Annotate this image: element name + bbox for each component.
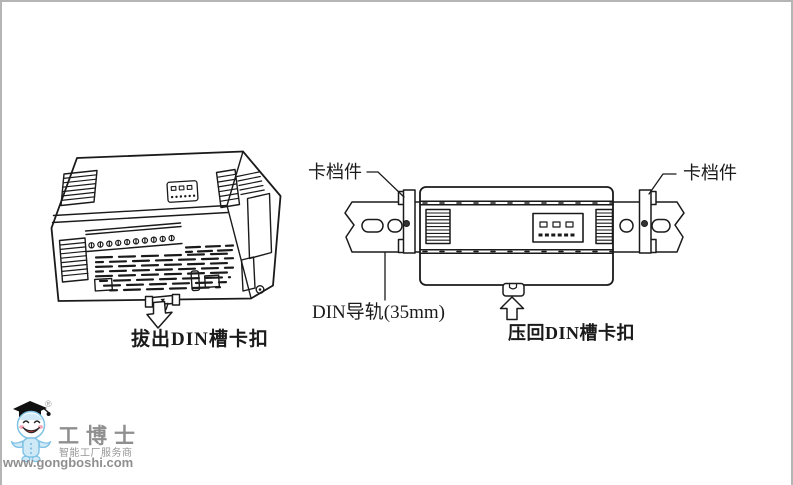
led-panel-top — [166, 180, 199, 203]
clip-left — [397, 189, 416, 254]
label-stopper-right: 卡档件 — [683, 163, 737, 183]
mascot-logo-icon — [10, 401, 52, 463]
vendor-logo: ® 工博士 智能工厂服务商 www.gongboshi.com — [0, 394, 150, 478]
led-panel — [532, 212, 584, 243]
logo-tagline: 智能工厂服务商 — [59, 448, 133, 459]
leader-clip-right — [648, 173, 677, 195]
device-grille-right — [595, 208, 614, 245]
up-arrow-icon — [499, 296, 525, 321]
leader-clip-left — [366, 171, 405, 198]
front-louvers — [94, 244, 235, 292]
registered-mark: ® — [45, 399, 52, 409]
plc-isometric-drawing — [50, 150, 282, 329]
side-panel — [246, 192, 273, 260]
page-border-right — [791, 0, 793, 485]
front-vent-left — [58, 237, 89, 283]
din-latch-tab — [502, 282, 525, 297]
terminal-strip — [84, 222, 183, 253]
din-rail-mounted-drawing — [344, 171, 685, 321]
clip-right — [638, 189, 657, 254]
logo-brand-text: 工博士 — [58, 424, 142, 448]
down-arrow-icon — [146, 300, 173, 329]
caption-push-back-clip: 压回DIN槽卡扣 — [508, 323, 636, 343]
top-vent-right — [215, 168, 241, 209]
logo-website: www.gongboshi.com — [3, 455, 134, 470]
page-border-top — [0, 0, 793, 2]
din-rail-right — [612, 201, 685, 253]
caption-pull-out-clip: 拔出DIN槽卡扣 — [131, 329, 269, 350]
page-border-left — [0, 0, 2, 485]
top-vent-left — [60, 169, 98, 207]
device-grille-left — [425, 208, 451, 245]
label-din-rail: DIN导轨(35mm) — [312, 302, 445, 323]
label-stopper-left: 卡档件 — [308, 162, 362, 182]
din-rail-left — [344, 201, 421, 253]
